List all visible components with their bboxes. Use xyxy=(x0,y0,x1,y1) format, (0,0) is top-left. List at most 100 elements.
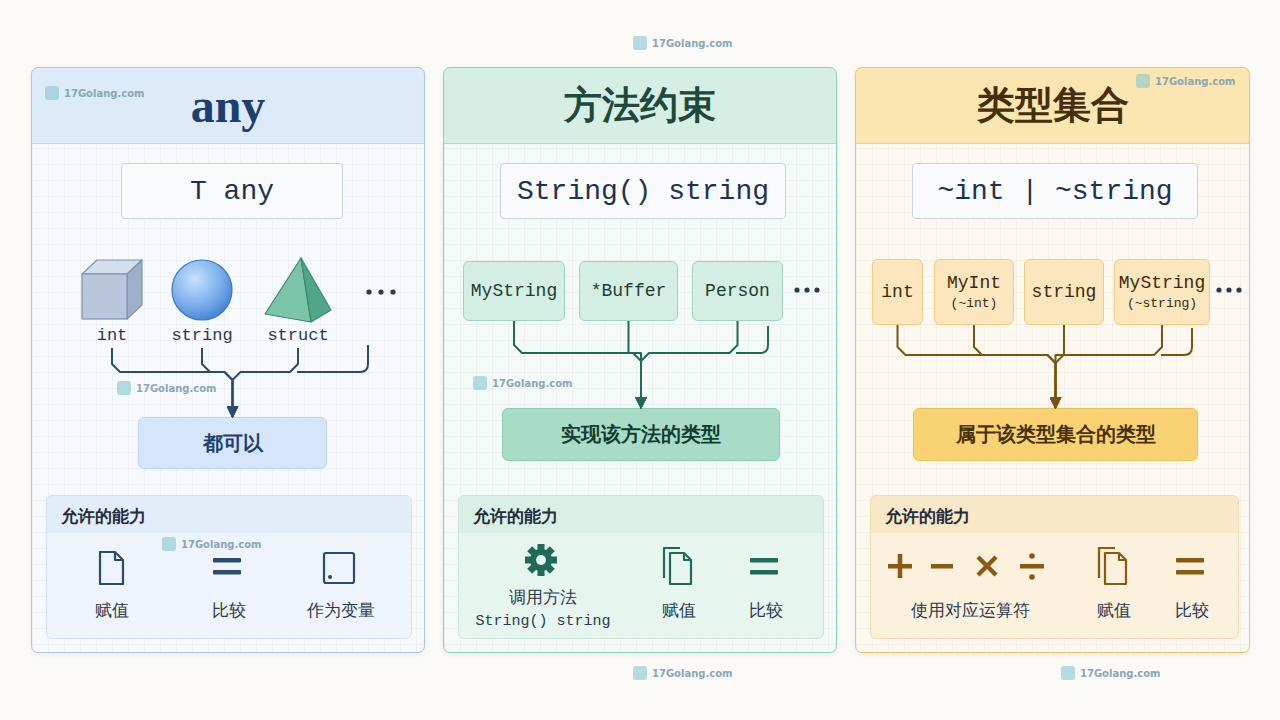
watermark-icon xyxy=(1136,74,1150,88)
more-dots xyxy=(366,289,371,294)
code-text: String() string xyxy=(517,176,769,207)
capability-label: 比较 xyxy=(1175,599,1209,622)
merge-arrow xyxy=(898,325,1056,408)
code-text: ~int | ~string xyxy=(937,176,1172,207)
capability-label: 调用方法 xyxy=(509,586,577,609)
result-text: 都可以 xyxy=(203,430,263,457)
watermark: 17Golang.com xyxy=(652,668,732,679)
panel-title: 类型集合 xyxy=(856,68,1249,143)
document-icon xyxy=(100,552,123,584)
capability-label: 赋值 xyxy=(662,599,696,622)
constraint-code-box: T any xyxy=(121,163,343,219)
merge-arrow xyxy=(112,348,233,417)
gear-icon xyxy=(536,555,546,565)
constraint-panel: 类型集合 ~int | ~string int MyInt(~int) string My… xyxy=(855,67,1250,653)
type-box: MyInt(~int) xyxy=(934,259,1014,325)
type-box: MyString (~string) xyxy=(1114,259,1210,325)
equals-icon xyxy=(1176,558,1204,563)
bracket-end xyxy=(297,345,368,372)
document-icon xyxy=(115,552,123,560)
gear-icon xyxy=(549,557,557,564)
code-text: T any xyxy=(190,176,274,207)
result-box: 实现该方法的类型 xyxy=(502,408,780,461)
gear-icon xyxy=(527,563,538,574)
merge-arrow xyxy=(202,348,233,417)
sphere-shape xyxy=(167,256,237,324)
variable-icon xyxy=(328,575,332,579)
constraint-panel: 方法约束 String() stringMyString*Buffer Person… xyxy=(443,67,837,653)
watermark-icon xyxy=(1061,666,1075,680)
type-name: MyString xyxy=(1119,273,1205,293)
divide-icon xyxy=(1020,564,1044,569)
type-shape: int xyxy=(77,256,147,348)
equals-icon xyxy=(750,570,778,575)
equals-icon xyxy=(213,558,241,563)
gear-icon xyxy=(525,557,533,564)
watermark: 17Golang.com xyxy=(652,38,732,49)
more-dots xyxy=(1216,287,1221,292)
capability-section: 允许的能力调用方法String() string赋值比较 xyxy=(458,495,824,639)
merge-arrow xyxy=(1056,325,1163,408)
pyramid-shape xyxy=(263,256,333,324)
equals-icon xyxy=(750,558,778,563)
panel-title: any xyxy=(32,68,424,143)
constraint-code-box: String() string xyxy=(500,163,786,219)
capability-label: 使用对应运算符 xyxy=(911,599,1030,622)
capability-section: 允许的能力赋值 比较 作为变量 xyxy=(46,495,412,639)
section-heading: 允许的能力 xyxy=(61,505,146,528)
capability-label: 比较 xyxy=(212,599,246,622)
plus-icon xyxy=(888,564,912,569)
pyramid-face xyxy=(301,258,331,322)
type-label: int xyxy=(97,326,128,346)
more-dots xyxy=(378,289,383,294)
copy-icon xyxy=(684,553,691,560)
capability-label: 赋值 xyxy=(1097,599,1131,622)
type-name: Person xyxy=(705,281,770,301)
type-hint: (~string) xyxy=(1127,296,1197,311)
bracket-end xyxy=(1161,328,1192,355)
bracket-end xyxy=(736,326,768,353)
result-text: 属于该类型集合的类型 xyxy=(956,421,1156,448)
type-label: string xyxy=(171,326,232,346)
divide-icon xyxy=(1029,553,1035,559)
merge-arrow xyxy=(1056,325,1065,408)
type-box: MyString xyxy=(463,261,565,321)
gear-icon xyxy=(538,544,545,552)
type-hint: (~int) xyxy=(951,296,998,311)
gear-icon xyxy=(538,568,545,576)
constraint-panel: anyT anyintstringstruct都可以允许的能力赋值比较作为变量 xyxy=(31,67,425,653)
more-dots xyxy=(390,289,395,294)
watermark-icon xyxy=(633,36,647,50)
gear-icon xyxy=(544,546,555,557)
gear-icon xyxy=(544,563,555,574)
capability-label: 作为变量 xyxy=(307,599,375,622)
times-icon xyxy=(978,557,996,575)
more-dots xyxy=(804,287,809,292)
times-icon xyxy=(978,557,996,575)
type-name: int xyxy=(881,282,913,302)
type-name: string xyxy=(1032,282,1097,302)
type-box: *Buffer xyxy=(579,261,678,321)
divide-icon xyxy=(1029,574,1035,580)
more-dots xyxy=(814,287,819,292)
merge-arrow xyxy=(629,321,642,408)
minus-icon xyxy=(931,564,953,569)
constraint-code-box: ~int | ~string xyxy=(912,163,1198,219)
merge-arrow xyxy=(974,325,1056,408)
result-box: 都可以 xyxy=(138,417,327,469)
capability-label: 比较 xyxy=(749,599,783,622)
type-box: int xyxy=(872,259,923,325)
section-heading: 允许的能力 xyxy=(473,505,558,528)
panel-title: 方法约束 xyxy=(444,68,836,143)
watermark-icon xyxy=(162,537,176,551)
variable-icon xyxy=(324,553,354,583)
copy-icon xyxy=(670,553,691,584)
watermark-icon xyxy=(117,381,131,395)
result-text: 实现该方法的类型 xyxy=(561,421,721,448)
watermark-icon xyxy=(473,376,487,390)
section-heading: 允许的能力 xyxy=(885,505,970,528)
gear-icon xyxy=(530,549,552,571)
merge-arrow xyxy=(641,321,738,408)
capability-label: 赋值 xyxy=(95,599,129,622)
watermark-icon xyxy=(45,86,59,100)
